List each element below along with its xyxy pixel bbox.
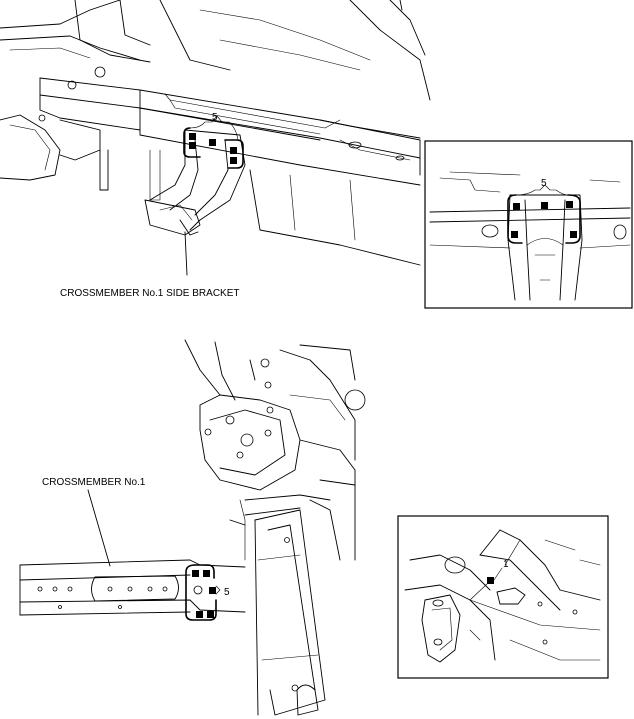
callout-5-bottom-main: 5 bbox=[224, 587, 230, 598]
bottom-main-view: 5 CROSSMEMBER No.1 bbox=[19, 339, 366, 716]
bottom-detail-view: 1 bbox=[397, 515, 609, 679]
top-detail-view: 5 bbox=[424, 140, 633, 309]
callout-5-top-detail: 5 bbox=[541, 178, 547, 189]
label-crossmember-no1: CROSSMEMBER No.1 bbox=[42, 477, 146, 488]
callout-5-top-main: 5 bbox=[212, 112, 218, 123]
label-crossmember-side-bracket: CROSSMEMBER No.1 SIDE BRACKET bbox=[60, 288, 239, 299]
callout-1-bottom-detail: 1 bbox=[503, 559, 509, 570]
top-main-view: 5 CROSSMEMBER No.1 SIDE BRACKET bbox=[0, 0, 431, 299]
